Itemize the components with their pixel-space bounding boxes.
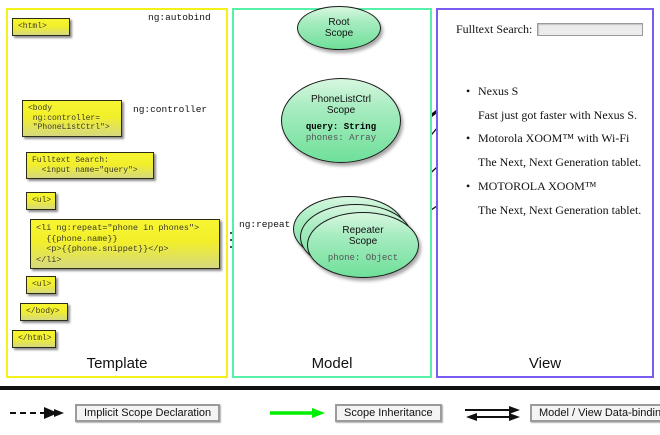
code-box-ul-close: <ul>: [26, 276, 56, 294]
scope-root-title-2: Scope: [324, 28, 354, 39]
view-phone-name-3: MOTOROLA XOOM™: [478, 179, 597, 193]
view-phone-name-2: Motorola XOOM™ with Wi-Fi: [478, 131, 630, 145]
scope-root: Root Scope: [297, 6, 381, 50]
scope-phonelistctrl-prop-phones: phones: Array: [305, 132, 377, 143]
scope-phonelistctrl-prop-query: query: String: [305, 121, 377, 132]
legend-item-implicit-scope-declaration: Implicit Scope Declaration: [8, 404, 221, 422]
column-label-template: Template: [86, 355, 148, 372]
code-box-html-close: </html>: [12, 330, 56, 348]
column-view: Fulltext Search: • Nexus S Fast just got …: [436, 8, 654, 378]
view-phone-name-1: Nexus S: [478, 84, 519, 98]
label-ng-repeat: ng:repeat: [239, 219, 291, 230]
scope-repeater-title-2: Scope: [348, 236, 378, 247]
legend-item-scope-inheritance: Scope Inheritance: [268, 404, 442, 422]
bullet-icon: •: [466, 179, 471, 193]
view-search-label: Fulltext Search:: [456, 22, 533, 36]
view-phone-item-3: • MOTOROLA XOOM™ The Next, Next Generatio…: [466, 179, 641, 218]
view-search-row: Fulltext Search:: [456, 22, 644, 37]
bullet-icon: •: [466, 131, 471, 145]
scope-repeater: Repeater Scope phone: Object: [307, 212, 419, 278]
scope-phonelistctrl: PhoneListCtrl Scope query: String phones…: [281, 78, 401, 163]
legend: Implicit Scope Declaration Scope Inherit…: [0, 396, 660, 435]
view-phone-snippet-2: The Next, Next Generation tablet.: [478, 155, 642, 169]
code-box-ul-open: <ul>: [26, 192, 56, 210]
view-phone-item-2: • Motorola XOOM™ with Wi-Fi The Next, Nex…: [466, 131, 641, 170]
column-label-model: Model: [311, 355, 353, 372]
green-arrow-icon: [270, 408, 325, 418]
scope-root-title-1: Root: [328, 16, 350, 28]
view-search-input[interactable]: [537, 23, 644, 36]
legend-item-model-view-data-binding: Model / View Data-binding: [463, 404, 660, 422]
code-box-body-close: </body>: [20, 303, 68, 321]
view-phone-snippet-1: Fast just got faster with Nexus S.: [478, 108, 637, 122]
legend-label-scope-inheritance: Scope Inheritance: [335, 404, 442, 422]
column-label-view: View: [528, 355, 562, 372]
scope-repeater-prop-phone: phone: Object: [327, 252, 399, 263]
bullet-icon: •: [466, 84, 471, 98]
label-ng-autobind: ng:autobind: [148, 12, 211, 23]
view-content: Fulltext Search: • Nexus S Fast just got …: [438, 10, 652, 376]
label-ng-controller: ng:controller: [133, 104, 208, 115]
scope-phonelistctrl-title-2: Scope: [326, 105, 356, 116]
code-box-html-open: <html>: [12, 18, 70, 36]
legend-label-model-view-data-binding: Model / View Data-binding: [530, 404, 660, 422]
view-phone-item-1: • Nexus S Fast just got faster with Nexus…: [466, 84, 637, 123]
scope-repeater-title-1: Repeater: [342, 224, 384, 236]
view-phone-snippet-3: The Next, Next Generation tablet.: [478, 203, 642, 217]
scope-phonelistctrl-title-1: PhoneListCtrl: [310, 93, 372, 105]
legend-label-implicit-scope-declaration: Implicit Scope Declaration: [75, 404, 221, 422]
code-box-fulltext-search: Fulltext Search: <input name="query">: [26, 152, 154, 179]
code-box-li-repeat: <li ng:repeat="phone in phones"> {{phone…: [30, 219, 220, 269]
code-box-body-open: <body ng:controller= "PhoneListCtrl">: [22, 100, 122, 137]
column-model: Model: [232, 8, 432, 378]
dashed-arrow-icon: [10, 407, 64, 419]
double-arrow-icon: [465, 406, 520, 421]
legend-divider: [0, 386, 660, 390]
